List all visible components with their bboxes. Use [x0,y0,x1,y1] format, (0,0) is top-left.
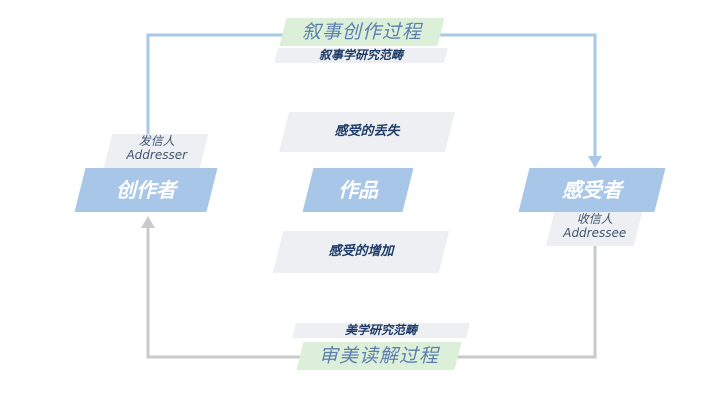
aesthetic-process-label: 审美读解过程 [318,345,439,367]
addresser-label-box: 发信人 Addresser [103,134,209,168]
work-node: 作品 [302,168,414,212]
aesthetics-domain-box: 美学研究范畴 [292,323,470,338]
gain-box: 感受的增加 [272,231,450,273]
receiver-label: 感受者 [562,178,622,202]
addressee-label-box: 收信人 Addressee [545,212,643,246]
narratology-domain-label: 叙事学研究范畴 [318,48,403,62]
addresser-en: Addresser [126,148,188,162]
creator-label: 创作者 [116,178,176,202]
receiver-node: 感受者 [518,168,666,212]
narrative-process-label: 叙事创作过程 [301,21,422,43]
aesthetic-process-box: 审美读解过程 [296,342,462,370]
arrow-up-to-creator [141,216,155,228]
gain-label: 感受的增加 [328,244,394,259]
arrow-down-to-receiver [588,156,602,168]
narrative-process-box: 叙事创作过程 [279,18,445,46]
narratology-domain-box: 叙事学研究范畴 [274,48,448,63]
loss-label: 感受的丢失 [334,124,400,139]
aesthetics-domain-label: 美学研究范畴 [344,323,417,337]
loss-box: 感受的丢失 [279,112,455,152]
addresser-cn: 发信人 [138,134,175,148]
addressee-en: Addressee [563,226,627,240]
addressee-cn: 收信人 [576,212,613,226]
work-label: 作品 [338,178,378,202]
creator-node: 创作者 [74,168,218,212]
